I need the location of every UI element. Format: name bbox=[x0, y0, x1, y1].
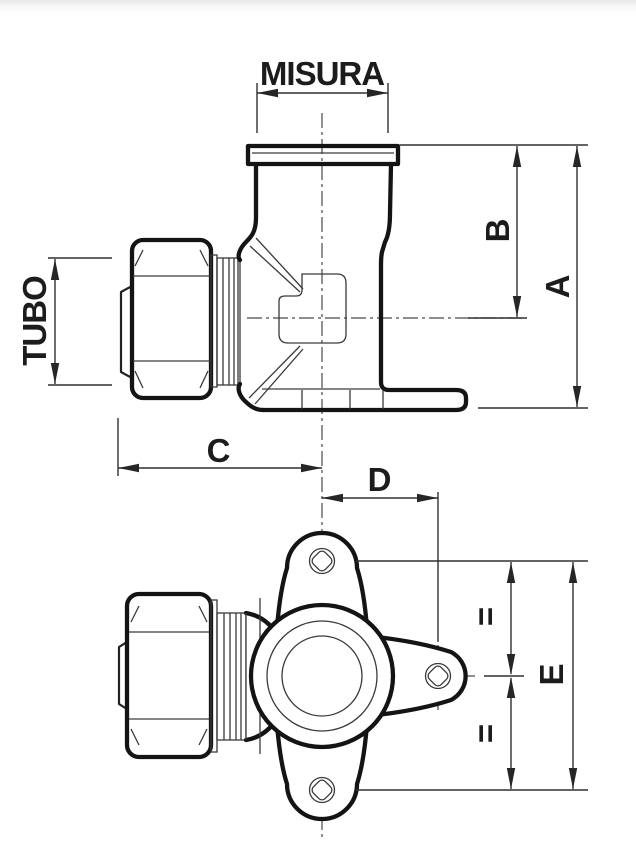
socket-circle-outer bbox=[266, 620, 378, 732]
right-screw-hole bbox=[424, 662, 452, 690]
dim-tubo: TUBO bbox=[16, 257, 112, 386]
arrowhead bbox=[50, 363, 60, 384]
arrowhead bbox=[568, 768, 578, 789]
dim-misura: MISURA bbox=[256, 55, 389, 133]
arrowhead bbox=[118, 463, 139, 473]
b-label: B bbox=[479, 219, 516, 242]
compression-nut-front bbox=[124, 591, 214, 760]
pipe-stub-front bbox=[117, 639, 131, 712]
d-label: D bbox=[368, 461, 391, 498]
arrowhead bbox=[257, 88, 278, 98]
socket-flange bbox=[245, 143, 401, 167]
arrowhead bbox=[568, 562, 578, 583]
a-label: A bbox=[539, 275, 576, 298]
top-ear bbox=[274, 530, 370, 631]
dim-c: C bbox=[117, 418, 322, 476]
tube-ribs-front bbox=[223, 613, 242, 740]
arrowhead bbox=[572, 146, 582, 167]
tube-ribs bbox=[222, 258, 239, 385]
body-lower-shoulder bbox=[236, 381, 266, 413]
transition-edges bbox=[248, 237, 304, 405]
arrowhead bbox=[417, 493, 438, 503]
compression-nut bbox=[129, 237, 214, 401]
arrowhead bbox=[367, 88, 388, 98]
top-screw-hole bbox=[308, 547, 336, 575]
arrowhead bbox=[506, 677, 516, 698]
tubo-label: TUBO bbox=[16, 276, 53, 366]
dim-d: D bbox=[322, 461, 439, 642]
nut-hex-facets bbox=[133, 249, 210, 389]
arrowhead bbox=[301, 463, 322, 473]
right-ear bbox=[374, 634, 468, 718]
c-label: C bbox=[207, 432, 230, 469]
internal-cavity bbox=[278, 273, 347, 344]
socket-circle-inner bbox=[281, 635, 363, 717]
neck-edges-thin bbox=[245, 598, 261, 754]
dim-a-b: B A bbox=[400, 144, 588, 409]
front-view bbox=[117, 530, 468, 822]
arrowhead bbox=[506, 654, 516, 675]
arrowhead bbox=[512, 296, 522, 317]
arrowhead bbox=[572, 386, 582, 407]
e-label: E bbox=[533, 664, 570, 685]
body-upper-shoulder bbox=[236, 161, 259, 263]
side-view bbox=[119, 143, 469, 413]
dim-e: = = E bbox=[356, 560, 588, 791]
arrowhead bbox=[322, 493, 343, 503]
arrowhead bbox=[512, 146, 522, 167]
arrowhead bbox=[506, 768, 516, 789]
equal-upper-label: = bbox=[467, 608, 504, 626]
arrowhead bbox=[506, 562, 516, 583]
pipe-stub bbox=[119, 285, 133, 379]
arrowhead bbox=[50, 259, 60, 280]
equal-lower-label: = bbox=[467, 725, 504, 743]
body-and-flange-outline bbox=[260, 161, 469, 413]
boss-outline bbox=[248, 602, 396, 750]
bottom-ear bbox=[274, 721, 370, 822]
flange-details bbox=[262, 388, 384, 409]
nut-hex-facets-front bbox=[129, 605, 209, 746]
bottom-screw-hole bbox=[308, 776, 336, 804]
misura-label: MISURA bbox=[260, 55, 384, 92]
